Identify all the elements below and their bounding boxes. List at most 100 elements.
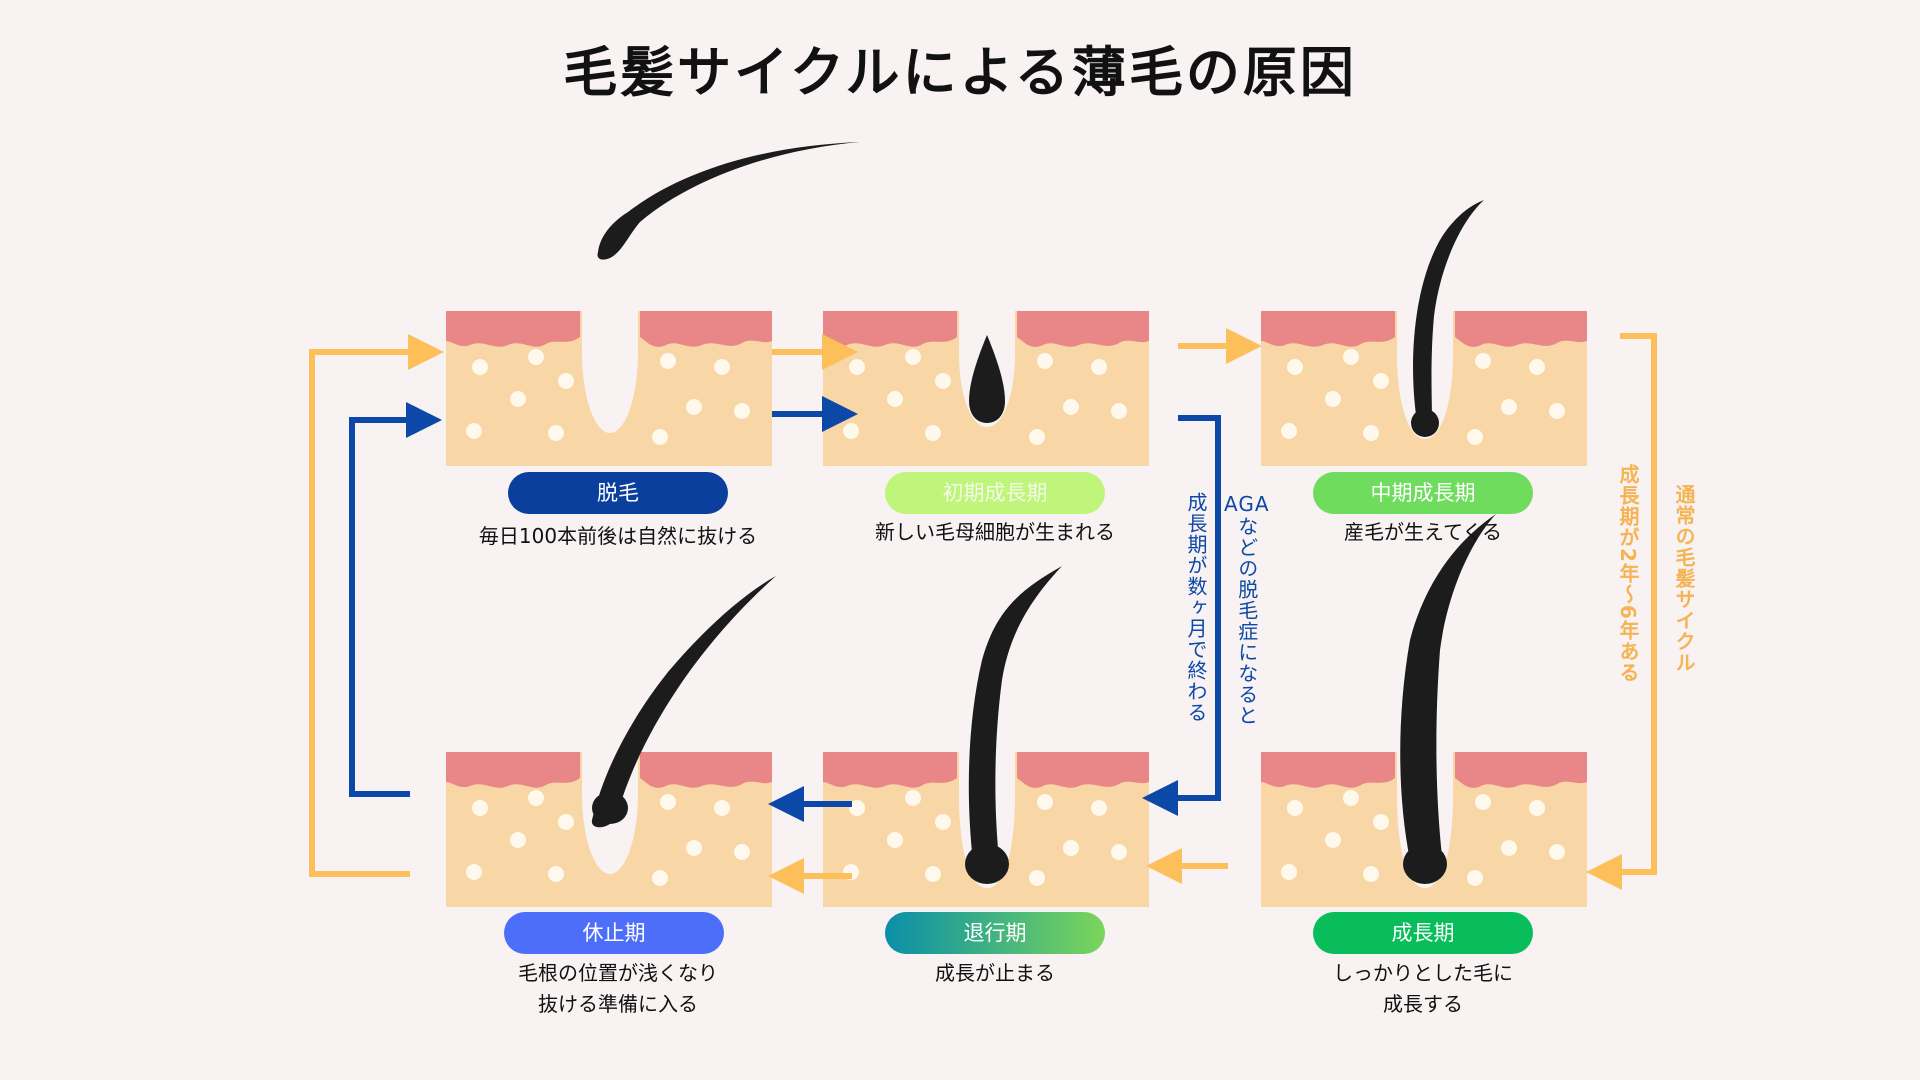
regress-hair-icon	[968, 566, 1062, 860]
stage-pill-shedding: 脱毛	[508, 472, 728, 514]
skin-dot	[472, 800, 488, 816]
stage-pill-regress: 退行期	[885, 912, 1105, 954]
skin-dot	[1325, 391, 1341, 407]
skin-dot	[466, 423, 482, 439]
skin-dot	[652, 429, 668, 445]
skin-dot	[1373, 814, 1389, 830]
skin-layer	[446, 311, 772, 466]
stage-pill-rest: 休止期	[504, 912, 724, 954]
skin-dot	[1287, 800, 1303, 816]
skin-dot	[1111, 844, 1127, 860]
orange-arrow-left-loop	[309, 334, 444, 877]
gum-layer-right	[1455, 311, 1587, 347]
skin-dot	[1501, 399, 1517, 415]
skin-layer	[1261, 752, 1587, 907]
skin-dot	[1343, 349, 1359, 365]
annotation-aga: AGAなどの脱毛症になると	[1224, 492, 1270, 726]
skin-dot	[1029, 429, 1045, 445]
stage-desc-early: 新しい毛母細胞が生まれる	[875, 520, 1115, 544]
skin-dot	[510, 832, 526, 848]
skin-dot	[1529, 800, 1545, 816]
skin-dot	[887, 832, 903, 848]
gum-layer-left	[823, 752, 957, 788]
skin-dot	[558, 814, 574, 830]
skin-layer	[823, 752, 1149, 907]
skin-dot	[1091, 359, 1107, 375]
skin-dot	[660, 353, 676, 369]
gum-layer-left	[1261, 311, 1395, 347]
page-title: 毛髪サイクルによる薄毛の原因	[563, 40, 1357, 104]
skin-dot	[510, 391, 526, 407]
gum-layer-right	[640, 311, 772, 347]
skin-layer	[446, 752, 772, 907]
skin-dot	[1529, 359, 1545, 375]
blue-arrow-left-loop	[349, 402, 442, 797]
skin-dot	[1467, 429, 1483, 445]
skin-dot	[558, 373, 574, 389]
hair-seed-icon	[969, 335, 1005, 423]
skin-dot	[1111, 403, 1127, 419]
skin-dot	[1091, 800, 1107, 816]
skin-dot	[905, 349, 921, 365]
stage-desc-rest: 毛根の位置が浅くなり抜ける準備に入る	[518, 961, 718, 1016]
skin-dot	[548, 866, 564, 882]
skin-dot	[714, 800, 730, 816]
skin-dot	[1343, 790, 1359, 806]
skin-dot	[1549, 844, 1565, 860]
skin-dot	[849, 800, 865, 816]
skin-dot	[466, 864, 482, 880]
skin-dot	[1029, 870, 1045, 886]
skin-dot	[660, 794, 676, 810]
skin-dot	[1063, 399, 1079, 415]
skin-dot	[1549, 403, 1565, 419]
skin-panel-shedding	[446, 311, 772, 466]
skin-dot	[1281, 423, 1297, 439]
skin-dot	[652, 870, 668, 886]
gum-layer-right	[1017, 752, 1149, 788]
skin-dot	[887, 391, 903, 407]
skin-dot	[686, 399, 702, 415]
gum-layer-right	[1455, 752, 1587, 788]
stage-pill-growth: 成長期	[1313, 912, 1533, 954]
skin-dot	[925, 866, 941, 882]
gum-layer-left	[446, 311, 580, 347]
stage-pill-mid: 中期成長期	[1313, 472, 1533, 514]
skin-dot	[1287, 359, 1303, 375]
stage-desc-growth: しっかりとした毛に成長する	[1333, 961, 1513, 1016]
skin-dot	[1363, 866, 1379, 882]
stage-desc-regress: 成長が止まる	[935, 961, 1055, 985]
stage-pill-early: 初期成長期	[885, 472, 1105, 514]
skin-dot	[1037, 794, 1053, 810]
annotation-aga-short-growth: 成長期が数ヶ月で終わる	[1184, 492, 1208, 723]
skin-dot	[1063, 840, 1079, 856]
skin-dot	[935, 373, 951, 389]
skin-dot	[1325, 832, 1341, 848]
skin-dot	[472, 359, 488, 375]
skin-layer	[1261, 311, 1587, 466]
skin-panel-rest	[446, 752, 772, 907]
skin-dot	[1475, 353, 1491, 369]
stage-desc-shedding: 毎日100本前後は自然に抜ける	[478, 524, 758, 548]
follicle-pocket	[582, 311, 638, 433]
stage-desc-mid: 産毛が生えてくる	[1344, 520, 1502, 544]
skin-dot	[1363, 425, 1379, 441]
skin-dot	[905, 790, 921, 806]
skin-dot	[935, 814, 951, 830]
skin-dot	[548, 425, 564, 441]
blue-arrow-early-to-regress	[1142, 415, 1221, 816]
skin-dot	[1475, 794, 1491, 810]
gum-layer-left	[446, 752, 580, 788]
annotation-normal-growth: 成長期が2年～6年ある	[1616, 464, 1640, 683]
gum-layer-left	[1261, 752, 1395, 788]
skin-dot	[528, 349, 544, 365]
gum-layer-right	[1017, 311, 1149, 347]
long-hair-icon	[1400, 514, 1496, 866]
skin-dot	[734, 403, 750, 419]
skin-dot	[1281, 864, 1297, 880]
gum-layer-right	[640, 752, 772, 788]
skin-dot	[528, 790, 544, 806]
skin-dot	[686, 840, 702, 856]
skin-dot	[714, 359, 730, 375]
thin-hair-icon	[1413, 200, 1484, 431]
